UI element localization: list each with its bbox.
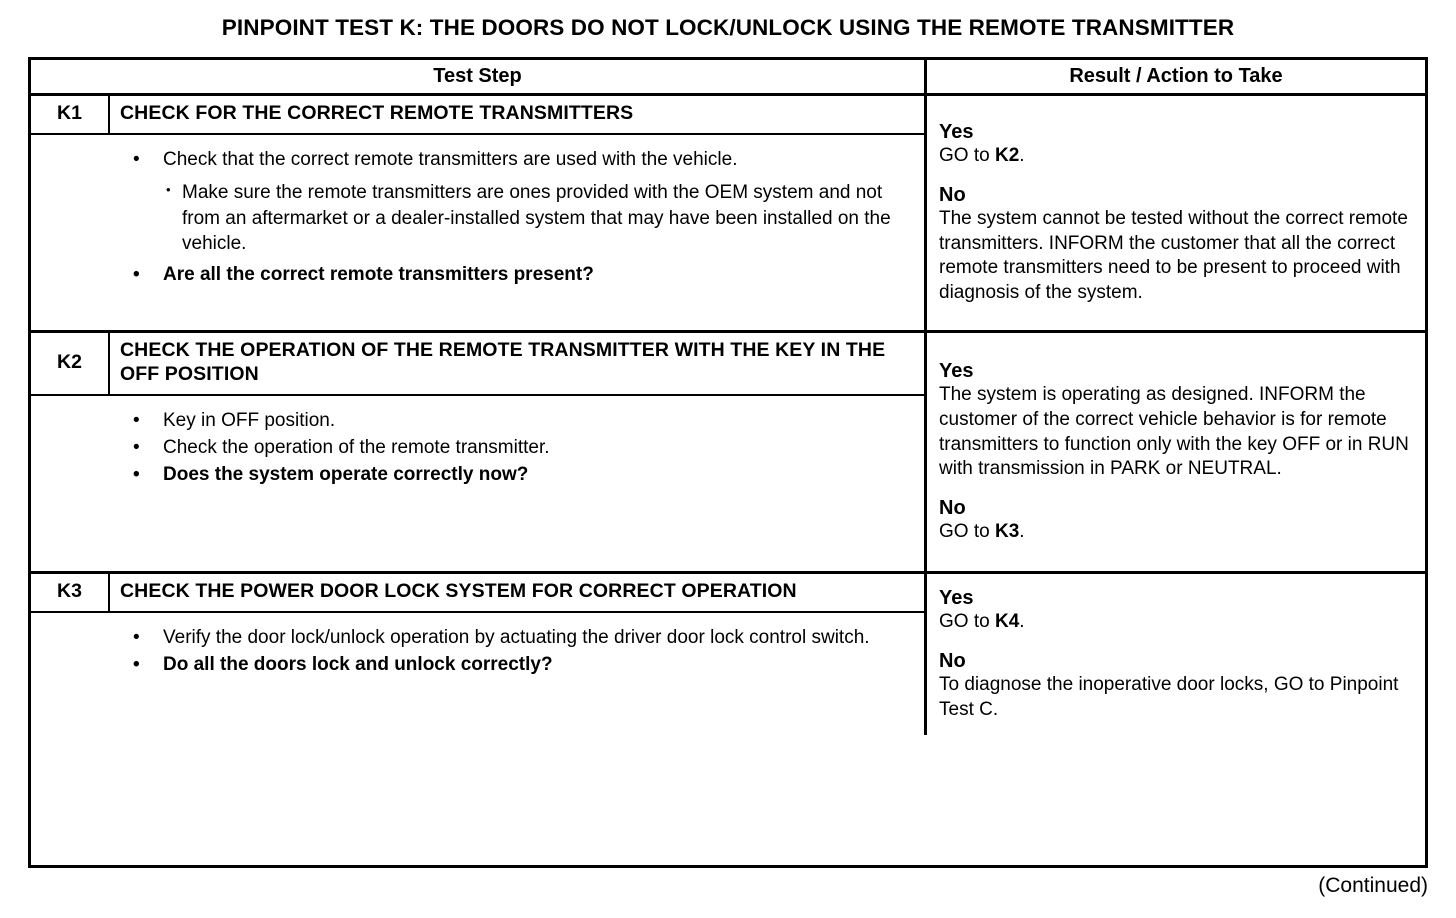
result-text-lead: GO to [939, 610, 995, 632]
bullet-item: • Does the system operate correctly now? [131, 462, 912, 487]
step-title: CHECK THE POWER DOOR LOCK SYSTEM FOR COR… [120, 579, 797, 602]
bullet-text: Check the operation of the remote transm… [163, 437, 550, 459]
bullet-text: Key in OFF position. [163, 409, 336, 431]
step-id-k2: K2 [31, 332, 110, 394]
bullet-item: • Verify the door lock/unlock operation b… [131, 625, 912, 650]
step-instruction-list: • Check that the correct remote transmitt… [31, 135, 924, 330]
bullet-dot-icon: • [133, 626, 140, 648]
result-branch-label: No [939, 183, 966, 206]
column-header-result-action: Result / Action to Take [1069, 65, 1283, 87]
bullet-text: Are all the correct remote transmitters … [163, 264, 594, 286]
bullet-dot-icon: • [133, 654, 140, 676]
result-text-tail: . [1019, 144, 1025, 166]
bullet-item: • Check that the correct remote transmitt… [131, 147, 912, 172]
test-step-cell: K1 CHECK FOR THE CORRECT REMOTE TRANSMITT… [31, 96, 927, 330]
column-header-test-step: Test Step [31, 60, 927, 93]
bullet-text: Make sure the remote transmitters are on… [182, 182, 891, 254]
result-step-reference: K2 [994, 144, 1020, 166]
result-branch-label: No [939, 649, 966, 672]
step-instruction-list: • Verify the door lock/unlock operation b… [31, 613, 924, 735]
result-branch-text: GO to K2. [939, 144, 1415, 169]
result-step-reference: K4 [994, 610, 1020, 632]
page-title: PINPOINT TEST K: THE DOORS DO NOT LOCK/U… [221, 15, 1235, 40]
result-text-lead: GO to [939, 144, 995, 166]
step-id-k3: K3 [31, 573, 110, 611]
bullet-item: • Do all the doors lock and unlock correc… [131, 652, 912, 677]
result-text-lead: GO to [939, 521, 995, 543]
bullet-item: • Key in OFF position. [131, 408, 912, 433]
result-branch-label: Yes [939, 359, 974, 382]
step-instruction-list: • Key in OFF position. • Check the operatio… [31, 396, 924, 571]
result-text-tail: . [1019, 521, 1025, 543]
bullet-text: Check that the correct remote transmitte… [163, 148, 738, 170]
table-body: K1 CHECK FOR THE CORRECT REMOTE TRANSMITT… [31, 96, 1425, 735]
test-step-cell: K3 CHECK THE POWER DOOR LOCK SYSTEM FOR C… [31, 573, 927, 735]
result-branch-label: Yes [939, 120, 974, 143]
test-step-block: K3 CHECK THE POWER DOOR LOCK SYSTEM FOR C… [31, 573, 1425, 735]
result-branch-text: The system is operating as designed. INF… [939, 383, 1415, 483]
bullet-dot-icon: • [133, 464, 140, 486]
result-branch-label: Yes [939, 586, 974, 609]
bullet-text: Does the system operate correctly now? [163, 464, 529, 486]
result-branch-text: GO to K3. [939, 520, 1415, 545]
bullet-dot-icon: • [133, 264, 140, 286]
test-step-header-row: K3 CHECK THE POWER DOOR LOCK SYSTEM FOR C… [31, 573, 924, 613]
test-step-block: K1 CHECK FOR THE CORRECT REMOTE TRANSMITT… [31, 96, 1425, 333]
bullet-item: • Check the operation of the remote trans… [131, 435, 912, 460]
step-title: CHECK THE OPERATION OF THE REMOTE TRANSM… [120, 338, 886, 385]
result-branch-text: GO to K4. [939, 610, 1415, 635]
bullet-dot-icon: • [133, 437, 140, 459]
step-title: CHECK FOR THE CORRECT REMOTE TRANSMITTER… [120, 102, 634, 124]
result-branch-text: The system cannot be tested without the … [939, 207, 1415, 307]
result-branch-label: No [939, 497, 966, 520]
continued-label: (Continued) [1318, 874, 1428, 897]
bullet-dot-icon: • [133, 148, 140, 170]
result-branch-text: To diagnose the inoperative door locks, … [939, 673, 1415, 723]
result-text-tail: . [1019, 610, 1025, 632]
bullet-item: • Are all the correct remote transmitters… [131, 262, 912, 287]
result-step-reference: K3 [994, 521, 1020, 543]
bullet-text: Do all the doors lock and unlock correct… [163, 654, 553, 676]
table-header-row: Test Step Result / Action to Take [31, 60, 1425, 96]
step-id-k1: K1 [31, 96, 110, 133]
bullet-dot-icon: • [166, 182, 171, 198]
sub-bullet-item: • Make sure the remote transmitters are o… [166, 180, 912, 256]
test-step-header-row: K1 CHECK FOR THE CORRECT REMOTE TRANSMITT… [31, 96, 924, 135]
bullet-dot-icon: • [133, 409, 140, 431]
result-text-lead: To diagnose the inoperative door locks, … [939, 673, 1399, 720]
result-text-lead: The system is operating as designed. INF… [939, 383, 1409, 480]
result-text-lead: The system cannot be tested without the … [939, 207, 1408, 304]
bullet-text: Verify the door lock/unlock operation by… [163, 626, 870, 648]
